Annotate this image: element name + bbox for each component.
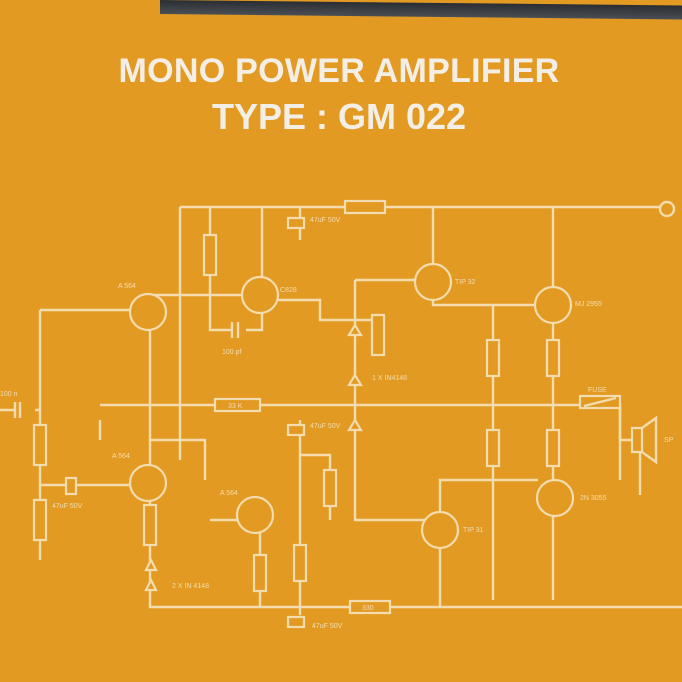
transistor-q2 xyxy=(240,275,280,315)
transistor-q6 xyxy=(235,495,275,535)
capacitor-mid xyxy=(286,423,306,437)
transistor-q5 xyxy=(128,463,168,503)
resistor-33k xyxy=(213,397,262,413)
label-c-in: 100 n xyxy=(0,391,18,398)
capacitor-bot xyxy=(286,615,306,629)
label-q2: C828 xyxy=(280,287,297,294)
label-c-fb: 100 pf xyxy=(222,349,242,356)
label-d-bot: 2 X IN 4148 xyxy=(172,583,209,590)
label-r-fb: 33 K xyxy=(228,403,243,410)
label-d-top: 1 X IN4148 xyxy=(372,375,407,382)
transistor-q8 xyxy=(535,478,575,518)
diagram-title: MONO POWER AMPLIFIER xyxy=(118,52,560,90)
capacitor-top xyxy=(286,216,306,230)
label-q1: A 564 xyxy=(118,283,136,290)
diodes xyxy=(144,322,363,592)
label-q5: A 564 xyxy=(112,453,130,460)
label-c-bias: 47uF 50V xyxy=(52,503,83,510)
label-fuse: FUSE xyxy=(588,387,607,394)
transistor-q3 xyxy=(413,262,453,302)
labels: A 564 C828 TIP 32 MJ 2955 A 564 A 564 TI… xyxy=(0,217,674,630)
speaker-icon xyxy=(630,426,644,454)
label-speaker: SP xyxy=(664,437,674,444)
label-q8: 2N 3055 xyxy=(580,495,607,502)
capacitor-bias xyxy=(64,476,78,496)
resistors xyxy=(32,199,658,615)
capacitors xyxy=(13,216,306,629)
label-q7: TIP 31 xyxy=(463,527,484,534)
label-q3: TIP 32 xyxy=(455,279,476,286)
transistors xyxy=(128,262,575,550)
transistor-q4 xyxy=(533,285,573,325)
label-c-mid: 47uF 50V xyxy=(310,423,341,430)
transistor-q1 xyxy=(128,292,168,332)
diagram-subtitle: TYPE : GM 022 xyxy=(211,96,467,137)
label-q4: MJ 2955 xyxy=(575,301,602,308)
resistor-330 xyxy=(348,599,392,615)
label-r-bot: 330 xyxy=(362,605,374,612)
transistor-q7 xyxy=(420,510,460,550)
output-terminal xyxy=(658,200,676,218)
label-c-bot: 47uF 50V xyxy=(312,623,343,630)
label-q6: A 564 xyxy=(220,490,238,497)
label-c-top: 47uF 50V xyxy=(310,217,341,224)
